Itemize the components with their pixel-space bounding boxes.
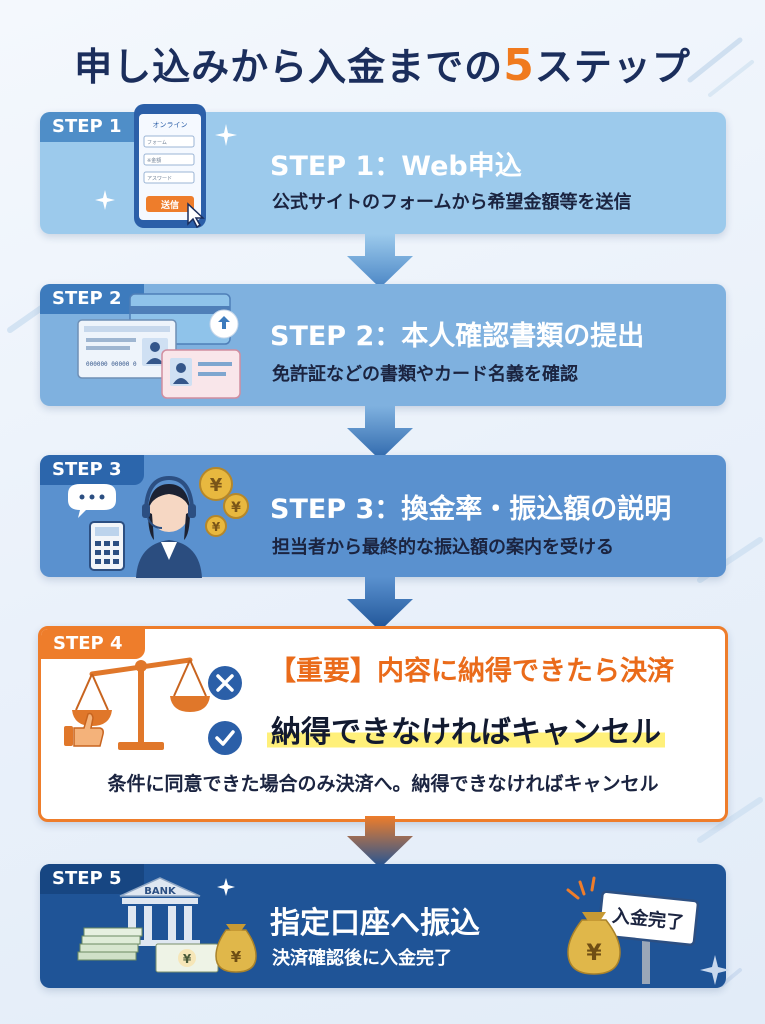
arrow-down-icon [347,816,413,868]
title-main: 申し込みから入金までの [74,45,504,89]
step5-description: 決済確認後に入金完了 [272,948,452,969]
arrow-down-icon [347,406,413,460]
step4-card: STEP 4 【重要】内容に納得できたら決済 納得できなければキャンセル 条件に… [38,626,728,822]
page-title: 申し込みから入金までの5ステップ [0,36,765,91]
speech-bubble-icon [68,484,116,518]
sparkle-icon [217,878,235,896]
svg-text:¥: ¥ [183,952,192,966]
id-documents-icon: 000000 00000 0 [77,293,241,399]
step3-description: 担当者から最終的な振込額の案内を受ける [272,537,614,558]
upload-icon [218,316,230,329]
step5-badge: STEP 5 [40,864,144,894]
step5-title: 指定口座へ振込 [270,906,480,941]
cursor-icon [187,202,205,229]
svg-text:¥: ¥ [210,475,223,496]
step4-important-label: 【重要】内容に納得できたら決済 [269,656,674,687]
phone-field-2: ※金額 [147,157,161,164]
x-circle-icon [208,666,242,700]
phone-field-1: フォーム [147,140,167,146]
step2-badge: STEP 2 [40,284,144,314]
arrow-down-icon [347,577,413,631]
arrow-down-icon [347,234,413,288]
step4-badge: STEP 4 [41,629,145,659]
phone-send-button: 送信 [160,199,179,211]
cash-stack-icon [77,927,143,961]
check-circle-icon [208,721,242,755]
step2-description: 免許証などの書類やカード名義を確認 [272,364,578,385]
title-number: 5 [503,40,535,91]
bank-label: BANK [144,886,177,897]
balance-scale-icon [64,657,210,750]
money-bag-icon: ¥ [567,912,621,975]
step3-title: STEP 3：換金率・振込額の説明 [270,494,672,525]
step2-title: STEP 2：本人確認書類の提出 [270,321,645,352]
svg-text:¥: ¥ [231,948,242,966]
step1-badge: STEP 1 [40,112,144,142]
phone-field-3: アスワード [147,176,172,182]
operator-person-icon [136,475,202,578]
svg-text:¥: ¥ [586,941,602,966]
step4-highlight-text: 納得できなければキャンセル [267,707,665,751]
yen-coins-icon: ¥ ¥ ¥ [199,467,249,537]
svg-text:¥: ¥ [212,520,221,534]
thumbs-up-icon [64,712,104,747]
money-bag-icon: ¥ [215,924,257,973]
smartphone-form-icon: オンライン フォーム ※金額 アスワード 送信 [134,104,206,229]
phone-header: オンライン [153,121,188,129]
sparkle-icon [95,190,115,210]
bank-money-icon: BANK ¥ ¥ [77,877,257,973]
deposit-complete-sign-icon: 入金完了 ¥ [566,876,700,984]
sparkle-icon [215,124,237,146]
sparkle-icon [700,955,730,985]
svg-text:¥: ¥ [231,500,241,516]
step1-title: STEP 1：Web申込 [270,151,522,182]
title-tail: ステップ [534,45,691,89]
step1-description: 公式サイトのフォームから希望金額等を送信 [272,192,632,213]
step3-badge: STEP 3 [40,455,144,485]
operator-calculator-coins-icon: ¥ ¥ ¥ [68,467,249,578]
license-number: 000000 00000 0 [86,361,137,368]
step4-description: 条件に同意できた場合のみ決済へ。納得できなければキャンセル [107,773,659,795]
